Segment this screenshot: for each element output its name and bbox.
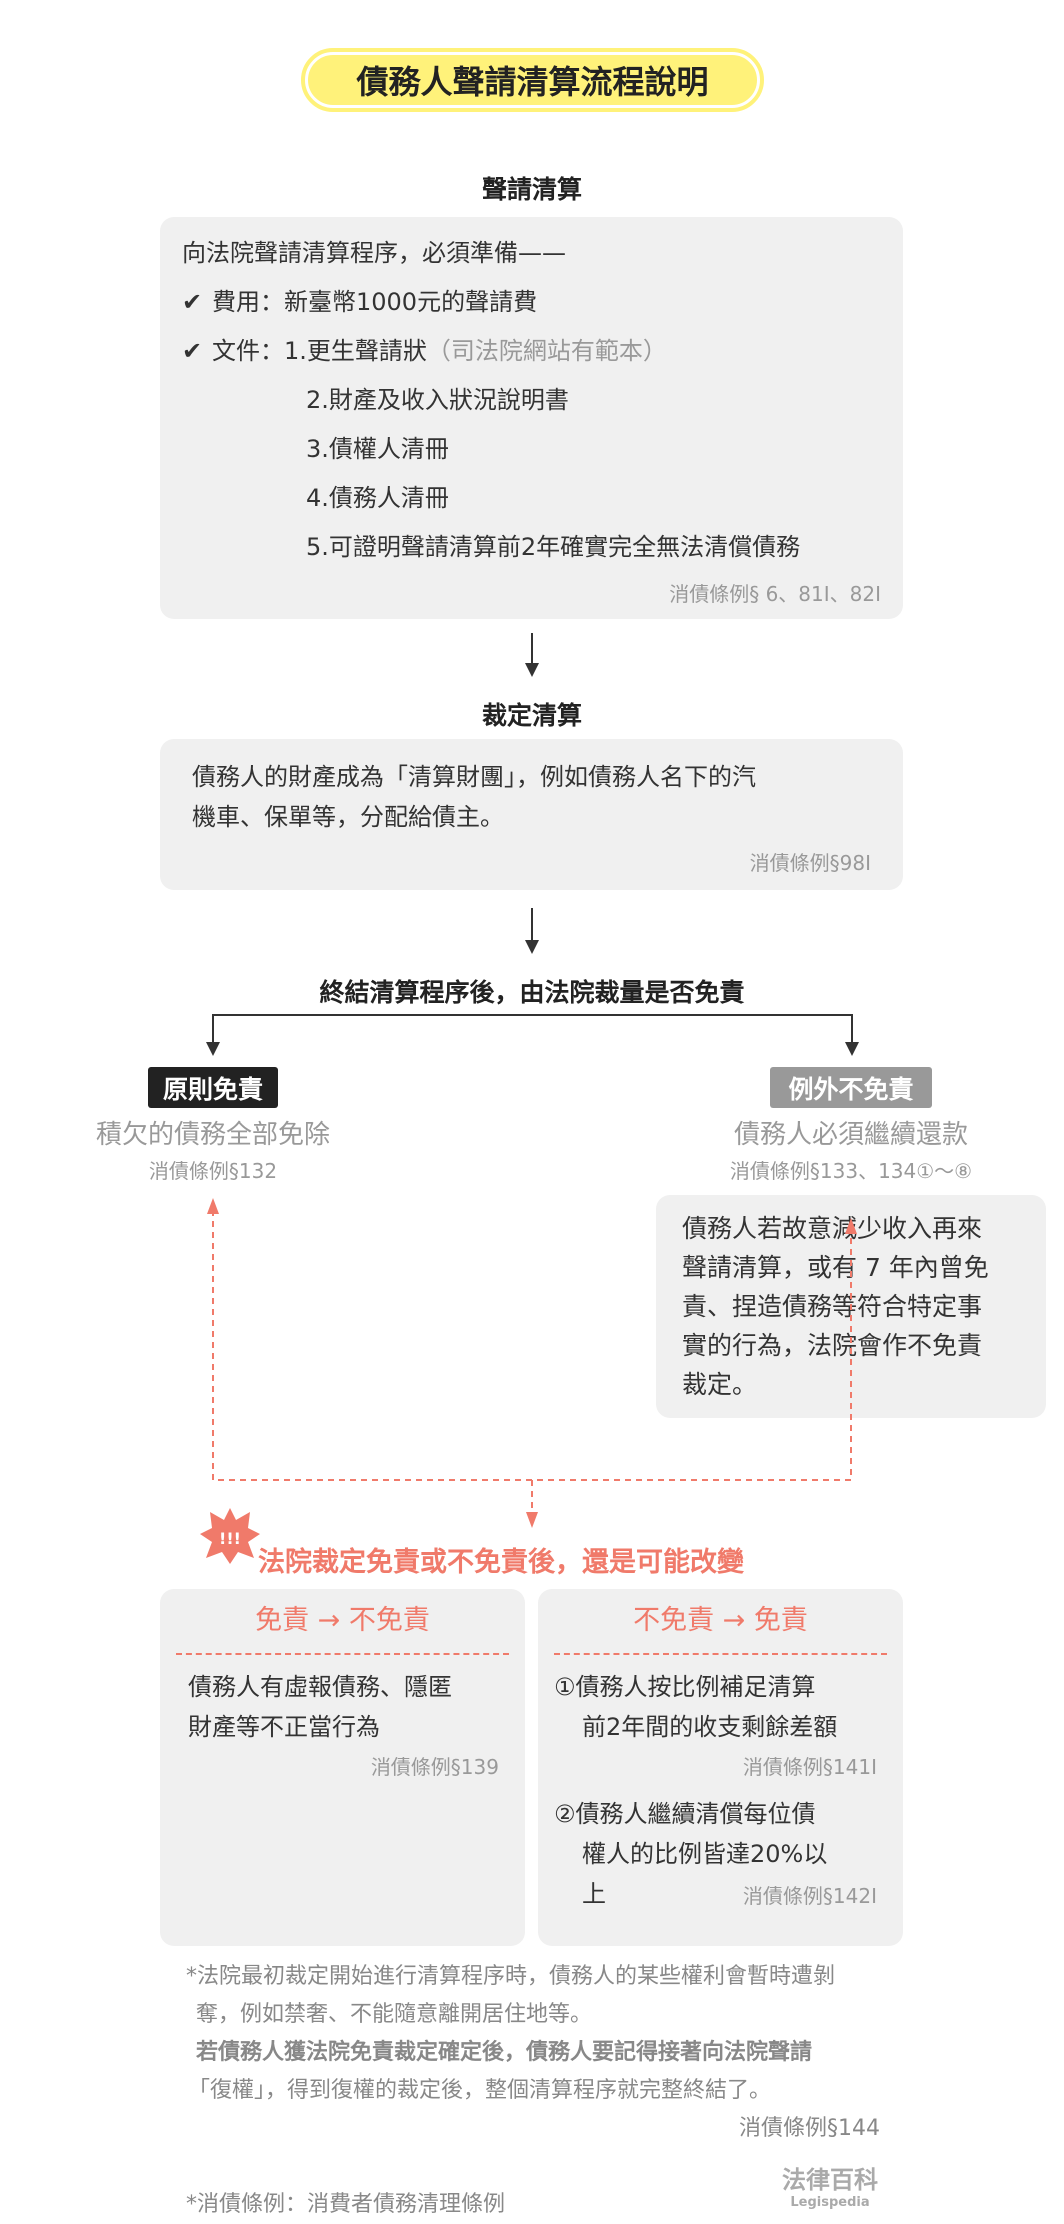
change-right-line: ②債務人繼續清償每位債: [554, 1800, 816, 1828]
detail-line: 聲請清算，或有 7 年內曾免: [682, 1253, 989, 1282]
change-left-line: 債務人有虛報債務、隱匿: [188, 1673, 452, 1701]
step2-ref: 消債條例§98Ⅰ: [749, 851, 871, 875]
arrow-line: [531, 633, 533, 665]
step1-box: 向法院聲請清算程序，必須準備—— ✔ 費用：新臺幣1000元的聲請費 ✔ 文件：1.…: [160, 217, 903, 619]
arrow-down-icon: [525, 940, 539, 954]
detail-line: 責、捏造債務等符合特定事: [682, 1292, 983, 1321]
change-right-box: 不免責 → 免責 ①債務人按比例補足清算 前2年間的收支剩餘差額 消債條例§14…: [538, 1589, 903, 1946]
right-ref: 消債條例§133、134①～⑧: [729, 1159, 973, 1183]
arrow-down-icon: [845, 1042, 859, 1056]
doc-item: 5.可證明聲請清算前2年確實完全無法清償債務: [306, 533, 801, 561]
change-right-title: 不免責 → 免責: [633, 1605, 808, 1636]
detail-line: 裁定。: [682, 1370, 758, 1399]
change-right-line: ①債務人按比例補足清算: [554, 1673, 816, 1701]
footnote-ref: 消債條例§144: [739, 2116, 880, 2141]
left-ref: 消債條例§132: [148, 1159, 278, 1183]
footnote: *法院最初裁定開始進行清算程序時，債務人的某些權利會暫時遭剝 奪，例如禁奢、不能…: [186, 1958, 880, 2148]
logo-en: Legispedia: [790, 2195, 870, 2210]
change-left-box: 免責 → 不免責 債務人有虛報債務、隱匿 財產等不正當行為 消債條例§139: [160, 1589, 525, 1946]
dashed-connector: [207, 1198, 857, 1528]
arrow-down-icon: [525, 663, 539, 677]
step2-heading: 裁定清算: [481, 701, 582, 730]
step1-intro: 向法院聲請清算程序，必須準備——: [182, 239, 566, 267]
step1-ref: 消債條例§ 6、81Ⅰ、82Ⅰ: [669, 582, 881, 606]
footnote-line: 若債務人獲法院免責裁定確定後，債務人要記得接著向法院聲請: [196, 2040, 813, 2065]
step1-heading: 聲請清算: [481, 175, 582, 204]
svg-text:!!!: !!!: [219, 1529, 241, 1548]
abbreviation-legend: *消債條例：消費者債務清理條例: [186, 2192, 506, 2217]
arrow-down-icon: [206, 1042, 220, 1056]
doc-item: 2.財產及收入狀況說明書: [306, 386, 569, 414]
branch-line: [212, 1014, 214, 1044]
step3-heading: 終結清算程序後，由法院裁量是否免責: [319, 978, 745, 1007]
change-right-line: 權人的比例皆達20%以: [582, 1840, 828, 1868]
change-right-line: 前2年間的收支剩餘差額: [582, 1713, 838, 1741]
burst-icon: !!!: [200, 1508, 260, 1564]
change-left-title: 免責 → 不免責: [255, 1605, 430, 1636]
arrow-up-icon: [207, 1198, 219, 1214]
footnote-line: 「復權」，得到復權的裁定後，整個清算程序就完整終結了。: [188, 2078, 772, 2103]
branch-line: [212, 1014, 853, 1016]
arrow-line: [531, 908, 533, 940]
step2-text: 債務人的財產成為「清算財團」，例如債務人名下的汽: [192, 763, 756, 791]
logo-cn: 法律百科: [782, 2166, 878, 2194]
check-icon: ✔: [182, 337, 203, 365]
step2-text: 機車、保單等，分配給債主。: [192, 803, 504, 831]
doc-item: 4.債務人清冊: [306, 484, 449, 512]
docs-label: 文件：: [212, 337, 284, 365]
change-right-ref: 消債條例§141Ⅰ: [742, 1755, 877, 1779]
change-right-line: 上: [582, 1880, 606, 1908]
branch-line: [851, 1014, 853, 1044]
change-heading: 法院裁定免責或不免責後，還是可能改變: [258, 1547, 744, 1578]
doc-item: 1.更生聲請狀: [284, 337, 427, 365]
right-badge: 例外不免責: [770, 1067, 932, 1108]
change-left-ref: 消債條例§139: [370, 1755, 499, 1779]
footnote-line: *法院最初裁定開始進行清算程序時，債務人的某些權利會暫時遭剝: [186, 1964, 836, 1989]
step2-box: 債務人的財產成為「清算財團」，例如債務人名下的汽 機車、保單等，分配給債主。 消…: [160, 739, 903, 890]
detail-line: 實的行為，法院會作不免責: [682, 1331, 983, 1360]
docs-note: （司法院網站有範本）: [426, 337, 667, 365]
fee-value: 新臺幣1000元的聲請費: [284, 288, 538, 316]
detail-line: 債務人若故意減少收入再來: [682, 1214, 983, 1243]
page-title: 債務人聲請清算流程說明: [301, 48, 764, 112]
change-left-line: 財產等不正當行為: [188, 1713, 380, 1741]
fee-label: 費用：: [212, 288, 284, 316]
arrow-up-icon: [845, 1218, 857, 1234]
left-badge: 原則免責: [148, 1067, 278, 1108]
check-icon: ✔: [182, 288, 203, 316]
arrow-down-icon: [526, 1512, 538, 1528]
change-right-ref: 消債條例§142Ⅰ: [742, 1884, 877, 1908]
logo: 法律百科 Legispedia: [780, 2160, 880, 2210]
doc-item: 3.債權人清冊: [306, 435, 449, 463]
footnote-line: 奪，例如禁奢、不能隨意離開居住地等。: [196, 2002, 593, 2027]
right-desc: 債務人必須繼續還款: [733, 1120, 968, 1150]
left-desc: 積欠的債務全部免除: [95, 1120, 330, 1150]
